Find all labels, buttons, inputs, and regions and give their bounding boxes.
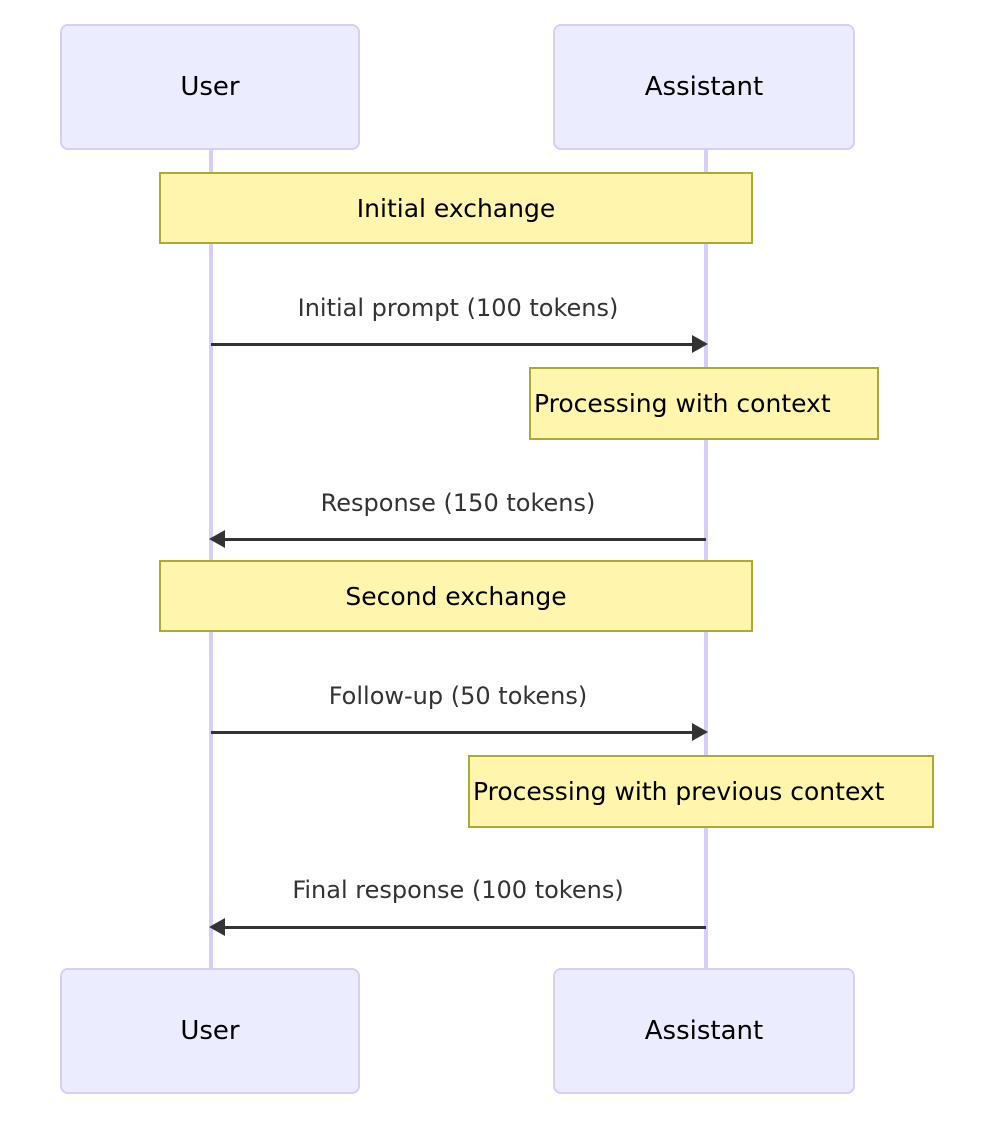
- note-initial-exchange[interactable]: Initial exchange: [159, 172, 753, 244]
- msg-response-label: Response (150 tokens): [320, 489, 596, 517]
- note-processing-with-previous-context[interactable]: Processing with previous context: [468, 755, 934, 828]
- actor-box-user-top[interactable]: User: [60, 24, 360, 150]
- msg-response-line: [225, 538, 706, 541]
- note-second-exchange-label: Second exchange: [345, 581, 567, 611]
- msg-follow-up-arrowhead: [692, 723, 708, 741]
- actor-label-user-top: User: [180, 72, 240, 102]
- actor-label-assistant-bottom: Assistant: [644, 1016, 764, 1046]
- note-processing-with-previous-context-label: Processing with previous context: [473, 777, 885, 806]
- msg-final-response-label: Final response (100 tokens): [292, 876, 624, 904]
- actor-box-user-bottom[interactable]: User: [60, 968, 360, 1094]
- msg-follow-up-line: [211, 731, 692, 734]
- actor-box-assistant-top[interactable]: Assistant: [553, 24, 855, 150]
- msg-response-arrowhead: [209, 530, 225, 548]
- actor-box-assistant-bottom[interactable]: Assistant: [553, 968, 855, 1094]
- note-second-exchange[interactable]: Second exchange: [159, 560, 753, 632]
- msg-initial-prompt-line: [211, 343, 692, 346]
- msg-initial-prompt-arrowhead: [692, 335, 708, 353]
- actor-label-assistant-top: Assistant: [644, 72, 764, 102]
- lifeline-assistant: [704, 150, 708, 968]
- note-processing-with-context[interactable]: Processing with context: [529, 367, 879, 440]
- msg-follow-up-label: Follow-up (50 tokens): [328, 682, 588, 710]
- lifeline-user: [209, 150, 213, 968]
- msg-initial-prompt-label: Initial prompt (100 tokens): [297, 294, 619, 322]
- actor-label-user-bottom: User: [180, 1016, 240, 1046]
- msg-final-response-line: [225, 926, 706, 929]
- msg-final-response-arrowhead: [209, 918, 225, 936]
- note-initial-exchange-label: Initial exchange: [356, 193, 556, 223]
- note-processing-with-context-label: Processing with context: [534, 389, 831, 418]
